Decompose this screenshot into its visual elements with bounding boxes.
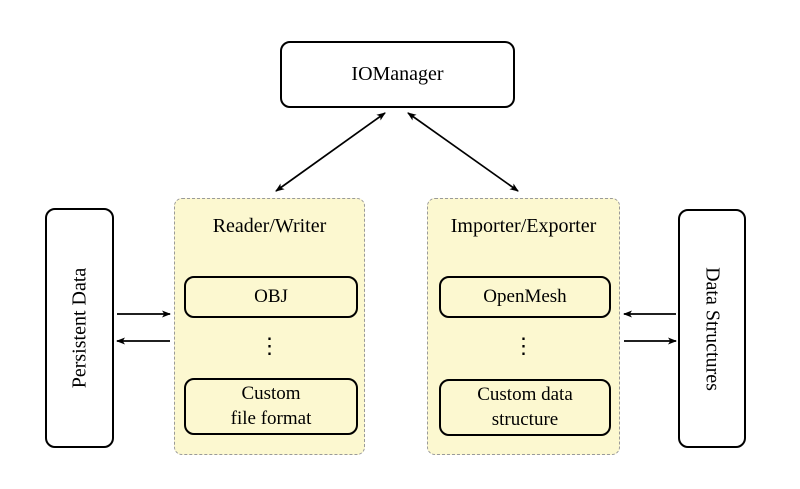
- reader-writer-ellipsis: ⋮: [258, 333, 281, 358]
- reader-writer-title: Reader/Writer: [212, 215, 327, 237]
- importer-exporter-title: Importer/Exporter: [450, 215, 597, 237]
- data-structures-node: Data Structures: [678, 209, 746, 448]
- data-structures-label: Data Structures: [701, 266, 724, 391]
- arrow-iomanager-readerwriter: [275, 112, 386, 192]
- obj-box: OBJ: [184, 276, 358, 318]
- arrow-iomanager-importerexporter: [407, 112, 519, 192]
- importer-exporter-panel: Importer/Exporter OpenMesh ⋮ Custom data…: [427, 198, 620, 455]
- openmesh-box: OpenMesh: [439, 276, 611, 318]
- obj-label: OBJ: [254, 285, 288, 307]
- importer-exporter-ellipsis: ⋮: [512, 333, 535, 358]
- custom-file-format-box: Custom file format: [184, 378, 358, 435]
- iomanager-label: IOManager: [351, 63, 444, 85]
- persistent-data-label: Persistent Data: [68, 267, 90, 389]
- custom-data-structure-label: Custom data structure: [477, 383, 573, 430]
- reader-writer-panel: Reader/Writer OBJ ⋮ Custom file format: [174, 198, 365, 455]
- custom-data-structure-box: Custom data structure: [439, 379, 611, 436]
- persistent-data-node: Persistent Data: [45, 208, 114, 448]
- custom-file-format-label: Custom file format: [230, 382, 312, 429]
- iomanager-node: IOManager: [280, 41, 515, 108]
- openmesh-label: OpenMesh: [483, 285, 567, 307]
